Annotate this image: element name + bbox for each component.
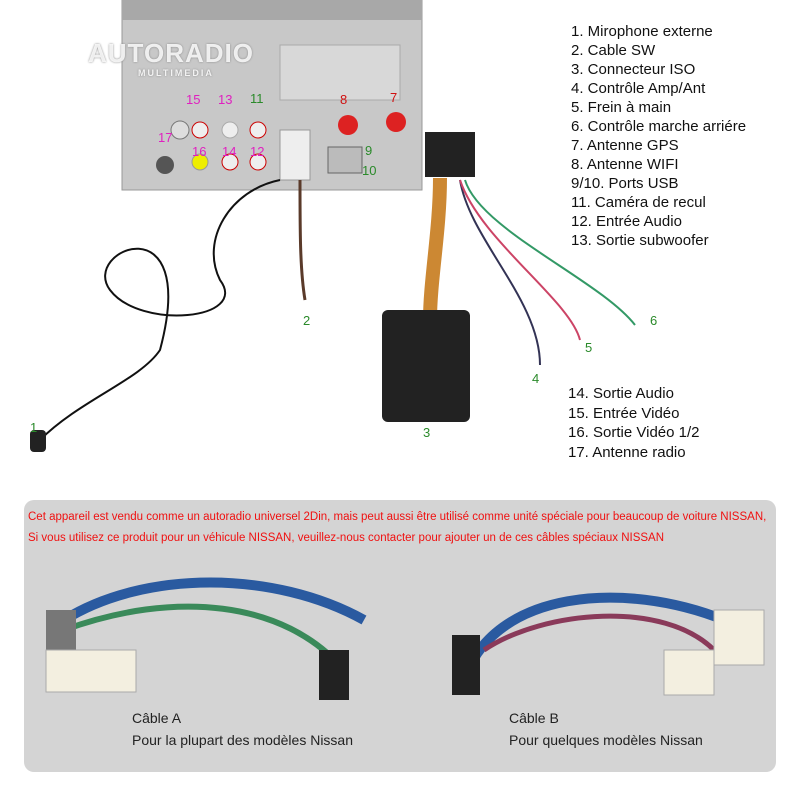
callout-12: 12 <box>250 144 265 159</box>
legend-top: 1. Mirophone externe 2. Cable SW 3. Conn… <box>571 22 746 250</box>
callout-16: 16 <box>192 144 207 159</box>
legend-item: 13. Sortie subwoofer <box>571 232 709 249</box>
cable-a-title: Câble A <box>132 710 182 726</box>
legend-item: 9/10. Ports USB <box>571 175 679 192</box>
nissan-cables-panel: Cet appareil est vendu comme un autoradi… <box>24 500 776 772</box>
legend-item: 7. Antenne GPS <box>571 137 679 154</box>
legend-item: 16. Sortie Vidéo 1/2 <box>568 424 700 441</box>
legend-item: 2. Cable SW <box>571 42 656 59</box>
callout-11: 11 <box>250 91 264 106</box>
callout-1: 1 <box>30 420 38 435</box>
callout-13: 13 <box>218 92 233 107</box>
callout-15: 15 <box>186 92 201 107</box>
legend-item: 14. Sortie Audio <box>568 385 674 402</box>
callout-5: 5 <box>585 340 593 355</box>
callout-6: 6 <box>650 313 658 328</box>
callout-14: 14 <box>222 144 237 159</box>
legend-item: 5. Frein à main <box>571 99 672 116</box>
cable-b-caption: Câble B Pour quelques modèles Nissan <box>509 707 703 751</box>
legend-item: 17. Antenne radio <box>568 443 686 461</box>
callout-2: 2 <box>303 313 311 328</box>
logo-subtext: MULTIMEDIA <box>138 68 214 78</box>
legend-item: 15. Entrée Vidéo <box>568 404 680 422</box>
legend-item: 3. Connecteur ISO <box>571 61 696 78</box>
legend-item: 4. Contrôle Amp/Ant <box>571 80 706 97</box>
cable-b-title: Câble B <box>509 710 559 726</box>
callout-4: 4 <box>532 371 540 386</box>
notice-line-1: Cet appareil est vendu comme un autoradi… <box>28 511 767 523</box>
callout-7: 7 <box>390 90 398 105</box>
cable-illustrations <box>45 577 765 700</box>
legend-item: 6. Contrôle marche arriére <box>571 118 747 135</box>
legend-item: 11. Caméra de recul <box>571 194 706 211</box>
callout-17: 17 <box>158 130 173 145</box>
legend-item: 12. Entrée Audio <box>571 213 682 230</box>
legend-bottom: 14. Sortie Audio 15. Entrée Vidéo 16. So… <box>568 384 699 462</box>
legend-item: 8. Antenne WIFI <box>571 156 679 173</box>
callout-3: 3 <box>423 425 431 440</box>
cable-a-description: Pour la plupart des modèles Nissan <box>132 732 354 748</box>
callout-10: 10 <box>362 163 377 178</box>
callout-9: 9 <box>365 143 373 158</box>
logo-text: AUTORADIO <box>88 38 254 68</box>
legend-item: 1. Mirophone externe <box>571 23 713 40</box>
cable-a-caption: Câble A Pour la plupart des modèles Niss… <box>132 707 353 751</box>
callout-8: 8 <box>340 92 348 107</box>
notice-line-2: Si vous utilisez ce produit pour un véhi… <box>28 532 665 544</box>
cable-b-description: Pour quelques modèles Nissan <box>509 732 703 748</box>
